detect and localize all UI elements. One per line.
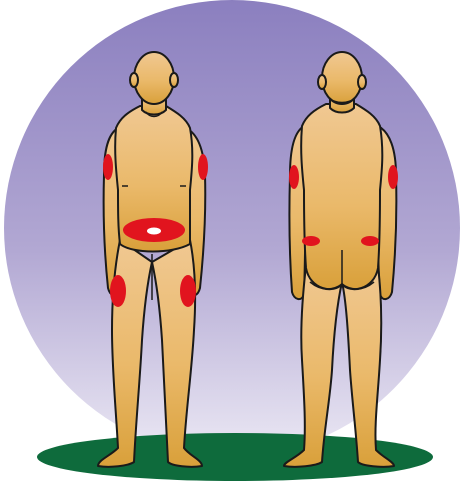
back-left-ear: [318, 75, 326, 89]
back-right-ear: [358, 75, 366, 89]
back-head: [322, 52, 362, 104]
site-front-left-arm: [103, 154, 113, 180]
site-front-left-thigh: [110, 275, 126, 307]
front-left-ear: [130, 73, 138, 87]
front-right-ear: [170, 73, 178, 87]
front-head: [134, 52, 174, 104]
site-back-left-lower-back: [302, 236, 320, 246]
site-front-right-arm: [198, 154, 208, 180]
site-front-abdomen-center: [147, 228, 161, 235]
site-back-left-arm: [289, 165, 299, 189]
site-back-right-lower-back: [361, 236, 379, 246]
site-back-right-arm: [388, 165, 398, 189]
site-front-right-thigh: [180, 275, 196, 307]
